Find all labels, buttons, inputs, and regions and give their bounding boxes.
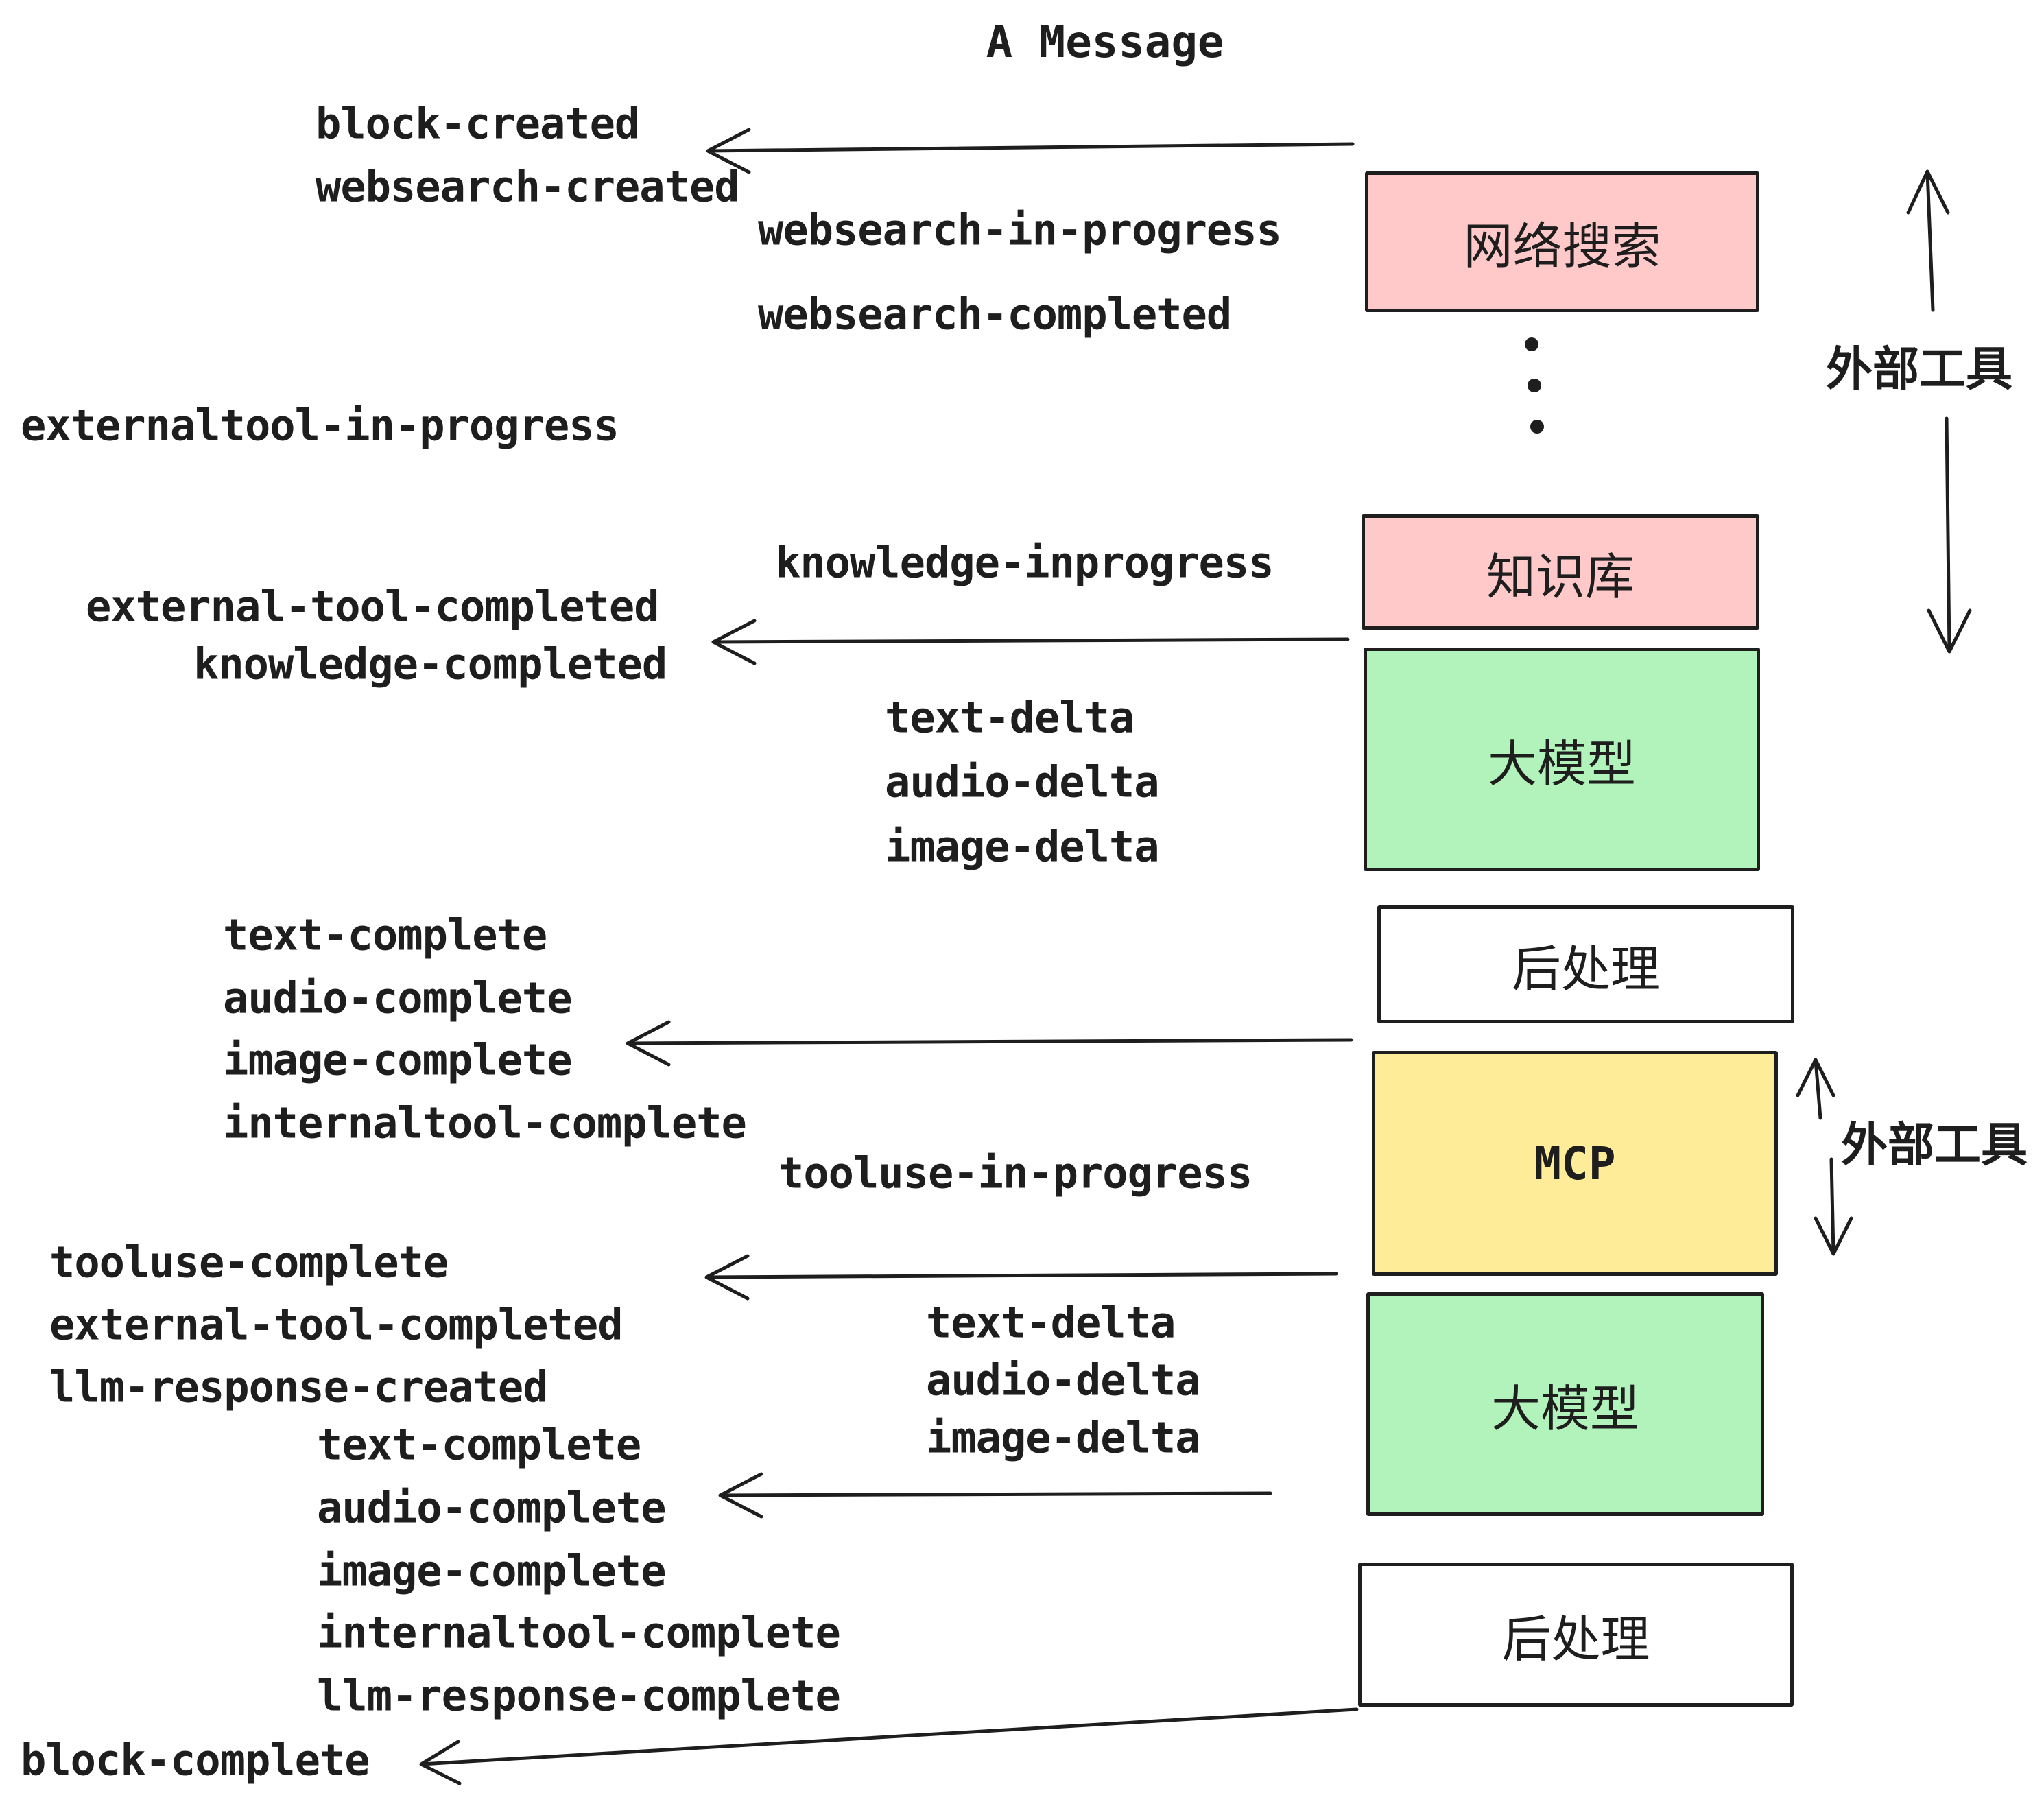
arrow-external-tools-down	[1927, 416, 1972, 654]
arrow-knowledge-completed	[711, 619, 1350, 665]
event-image-delta-1: image-delta	[885, 821, 1160, 872]
event-text-delta-2: text-delta	[926, 1297, 1176, 1348]
event-knowledge-inprogress: knowledge-inprogress	[775, 537, 1274, 588]
event-text-delta-1: text-delta	[885, 692, 1134, 743]
box-post-top: 后处理	[1377, 905, 1794, 1023]
event-external-tool-completed-1: external-tool-completed	[86, 581, 660, 632]
event-tooluse-in-progress: tooluse-in-progress	[779, 1148, 1252, 1198]
box-knowledge-label: 知识库	[1486, 549, 1635, 605]
event-audio-delta-2: audio-delta	[926, 1355, 1201, 1405]
event-tooluse-complete: tooluse-complete	[49, 1237, 449, 1287]
page-title: A Message	[986, 17, 1224, 68]
event-audio-delta-1: audio-delta	[885, 757, 1160, 807]
box-websearch: 网络搜索	[1365, 171, 1759, 312]
event-llm-response-complete: llm-response-complete	[317, 1670, 841, 1721]
event-websearch-created: websearch-created	[316, 161, 740, 212]
box-post-bottom: 后处理	[1358, 1563, 1794, 1707]
event-websearch-completed: websearch-completed	[758, 289, 1232, 340]
box-llm-bottom: 大模型	[1366, 1292, 1764, 1516]
side-label-external-tools-bottom: 外部工具	[1840, 1119, 2028, 1172]
event-knowledge-completed: knowledge-completed	[193, 639, 667, 689]
arrow-tooluse-complete	[704, 1254, 1338, 1301]
event-externaltool-in-progress: externaltool-in-progress	[21, 400, 619, 451]
box-mcp-label: MCP	[1534, 1137, 1616, 1190]
event-image-complete-2: image-complete	[317, 1545, 667, 1596]
vertical-ellipsis-icon	[1525, 337, 1544, 434]
event-image-complete-1: image-complete	[223, 1034, 573, 1085]
box-llm-bottom-label: 大模型	[1490, 1381, 1639, 1437]
event-internaltool-complete-2: internaltool-complete	[317, 1607, 841, 1658]
event-image-delta-2: image-delta	[926, 1412, 1201, 1463]
box-llm-top: 大模型	[1364, 648, 1760, 871]
box-post-bottom-label: 后处理	[1501, 1612, 1650, 1667]
box-mcp: MCP	[1372, 1051, 1778, 1276]
arrow-mcp-up	[1796, 1058, 1835, 1120]
arrow-image-complete	[626, 1020, 1353, 1067]
box-llm-top-label: 大模型	[1487, 737, 1636, 792]
arrow-audio-complete	[718, 1472, 1272, 1519]
event-audio-complete-1: audio-complete	[223, 973, 573, 1023]
event-external-tool-completed-2: external-tool-completed	[49, 1299, 623, 1350]
arrow-websearch-created	[706, 128, 1355, 174]
box-websearch-label: 网络搜索	[1463, 219, 1661, 274]
arrow-external-tools-up	[1906, 169, 1950, 312]
event-text-complete-1: text-complete	[223, 910, 547, 960]
event-text-complete-2: text-complete	[317, 1419, 641, 1470]
box-knowledge: 知识库	[1362, 514, 1759, 630]
event-block-complete: block-complete	[21, 1735, 370, 1785]
event-block-created: block-created	[316, 98, 640, 149]
arrow-block-complete	[419, 1707, 1359, 1785]
event-internaltool-complete-1: internaltool-complete	[223, 1097, 747, 1148]
event-websearch-in-progress: websearch-in-progress	[758, 204, 1282, 255]
event-audio-complete-2: audio-complete	[317, 1482, 667, 1533]
arrow-mcp-down	[1814, 1157, 1853, 1256]
box-post-top-label: 后处理	[1511, 942, 1660, 997]
event-llm-response-created: llm-response-created	[49, 1362, 549, 1412]
side-label-external-tools-top: 外部工具	[1825, 343, 2013, 396]
